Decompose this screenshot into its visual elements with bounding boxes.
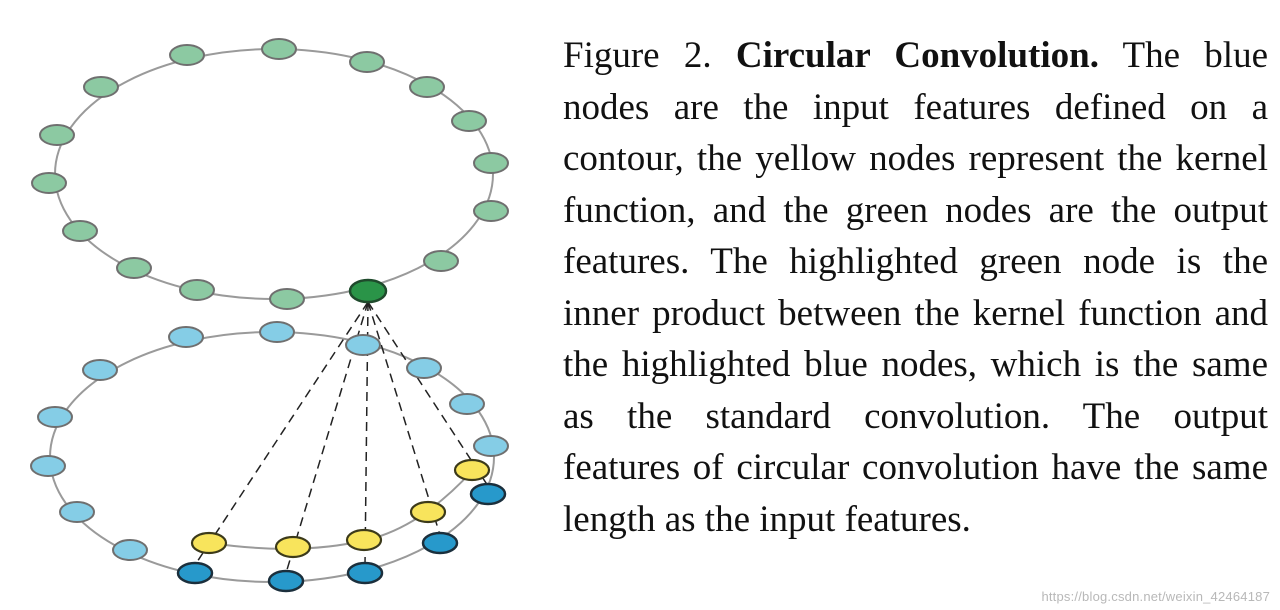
output-node	[179, 279, 215, 301]
kernel-node	[274, 535, 312, 559]
kernel-node	[190, 531, 228, 555]
output-node	[169, 44, 205, 66]
input-node	[30, 455, 66, 477]
input-node-highlight	[469, 482, 507, 506]
input-node-highlight	[176, 561, 214, 585]
input-node-highlight	[421, 531, 459, 555]
output-node	[349, 51, 385, 73]
output-node	[39, 124, 75, 146]
output-node	[62, 220, 98, 242]
output-node	[83, 76, 119, 98]
input-node	[449, 393, 485, 415]
output-nodes	[31, 38, 509, 310]
caption-body: The blue nodes are the input features de…	[563, 35, 1268, 540]
watermark: https://blog.csdn.net/weixin_42464187	[1041, 589, 1270, 604]
kernel-node	[409, 500, 447, 524]
input-node-highlight	[267, 569, 305, 593]
figure-label: Figure 2.	[563, 35, 712, 76]
output-node	[473, 152, 509, 174]
input-node	[37, 406, 73, 428]
output-node	[473, 200, 509, 222]
circular-convolution-diagram	[30, 38, 509, 593]
input-node	[406, 357, 442, 379]
kernel-node	[345, 528, 383, 552]
kernel-connection-line	[367, 301, 489, 487]
kernel-connection-line	[367, 301, 441, 536]
kernel-nodes	[190, 458, 491, 559]
figure-title: Circular Convolution.	[735, 35, 1099, 76]
kernel-node	[453, 458, 491, 482]
input-node	[345, 334, 381, 356]
output-node	[261, 38, 297, 60]
output-node	[116, 257, 152, 279]
input-node	[82, 359, 118, 381]
output-node	[269, 288, 305, 310]
output-node-highlight	[348, 278, 388, 304]
input-node-highlight	[346, 561, 384, 585]
output-node	[451, 110, 487, 132]
input-node	[473, 435, 509, 457]
input-node	[59, 501, 95, 523]
input-node	[259, 321, 295, 343]
figure-caption: Figure 2. Circular Convolution. The blue…	[563, 30, 1268, 545]
input-node	[168, 326, 204, 348]
output-node	[31, 172, 67, 194]
input-nodes	[30, 321, 509, 593]
kernel-connection-line	[194, 301, 369, 566]
output-node	[423, 250, 459, 272]
input-node	[112, 539, 148, 561]
output-node	[409, 76, 445, 98]
